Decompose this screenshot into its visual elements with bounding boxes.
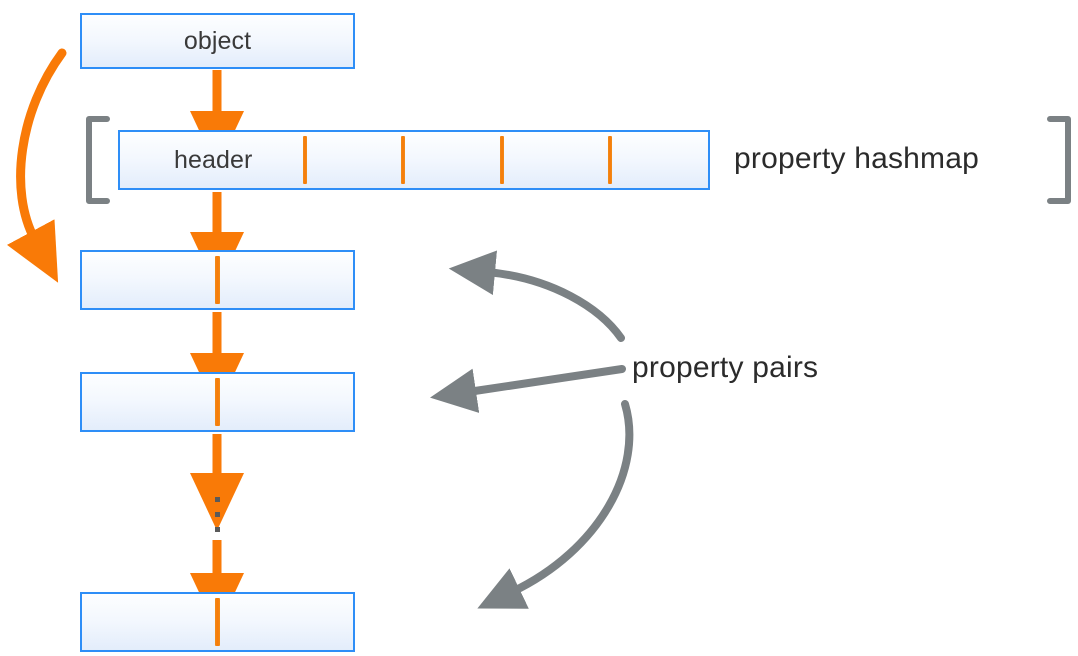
pointer-arrow-icon-lower <box>477 400 634 609</box>
object-box[interactable]: object <box>80 13 355 69</box>
bracket-left-icon <box>86 116 110 204</box>
property-pairs-label: property pairs <box>632 351 819 384</box>
header-box[interactable]: header <box>118 130 710 190</box>
header-slot-tick-4 <box>608 136 612 184</box>
pointer-arrow-icon-upper <box>448 250 625 342</box>
property-pair-divider-3 <box>215 598 220 646</box>
vertical-ellipsis-icon-dot-3 <box>215 527 220 532</box>
vertical-ellipsis-icon-dot-1 <box>215 497 220 502</box>
bracket-right-icon <box>1047 116 1071 204</box>
property-pair-divider-1 <box>215 256 220 304</box>
header-slot-tick-1 <box>303 136 307 184</box>
object-box-label: object <box>183 26 252 55</box>
curved-arrow-icon <box>6 48 67 283</box>
property-pair-divider-2 <box>215 378 220 426</box>
property-hashmap-label: property hashmap <box>734 142 980 175</box>
header-slot-tick-2 <box>401 136 405 184</box>
vertical-ellipsis-icon-dot-2 <box>215 512 220 517</box>
header-slot-tick-3 <box>500 136 504 184</box>
header-box-label: header <box>174 145 253 174</box>
pointer-arrow-icon-middle <box>430 365 626 413</box>
